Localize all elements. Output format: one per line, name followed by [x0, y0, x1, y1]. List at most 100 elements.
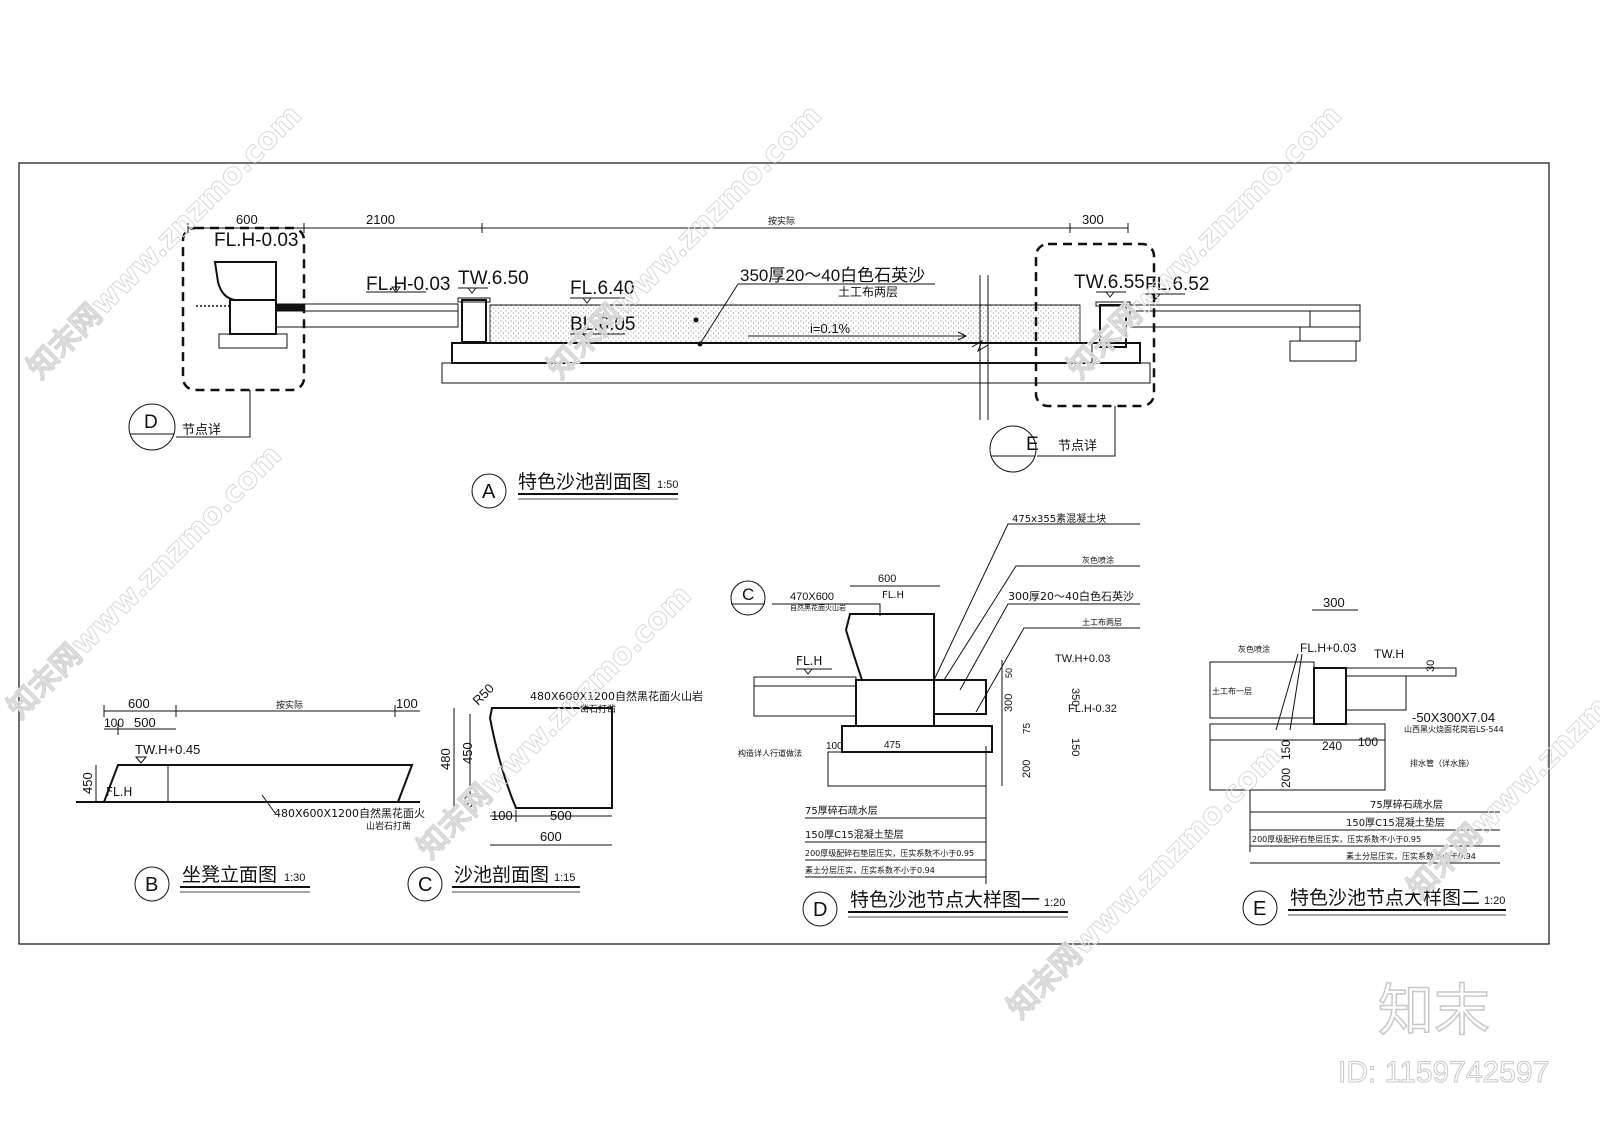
c-dim-450: 450	[460, 742, 475, 764]
d-dim-75: 75	[1022, 722, 1033, 734]
title-a-name: 特色沙池剖面图	[518, 471, 651, 493]
flh-box-label: FL.H-0.03	[214, 230, 298, 251]
title-e-letter: E	[1253, 898, 1266, 920]
d-twh: TW.H+0.03	[1055, 653, 1110, 665]
bl-label: BL.6.05	[570, 314, 636, 335]
c-stone-label-2: 凿石打凿	[580, 703, 616, 715]
bench-outline	[103, 764, 414, 803]
watermark-text: 知末网www.znzmo.com	[1061, 98, 1349, 386]
b-dim-100r: 100	[396, 696, 418, 711]
d-dim-300: 300	[1003, 694, 1015, 712]
d-dim-150: 150	[1069, 738, 1081, 756]
d-flh-low: FL.H-0.32	[1068, 703, 1117, 715]
e-dim-30: 30	[1425, 660, 1437, 672]
title-c-scale: 1:15	[554, 872, 575, 884]
e-note-2: 150厚C15混凝土垫层	[1346, 816, 1445, 829]
d-stone-sub: 自然黑花面火山岩	[790, 603, 846, 612]
d-grey: 灰色喷涂	[1082, 555, 1114, 565]
e-curb: -50X300X7.04	[1412, 710, 1495, 725]
d-paving: 构造详人行道做法	[738, 748, 802, 758]
c-dim-480: 480	[438, 748, 453, 770]
callout-e-symbol	[989, 425, 1037, 473]
geotextile-label: 土工布两层	[838, 285, 898, 299]
d-dim-475: 475	[884, 740, 901, 751]
e-dim-200: 200	[1279, 768, 1293, 788]
d-note-2: 150厚C15混凝土垫层	[805, 828, 904, 841]
b-flh-label: FL.H	[106, 785, 132, 799]
title-a-scale: 1:50	[657, 479, 678, 491]
e-dim-150: 150	[1279, 740, 1293, 760]
seat-stone	[213, 261, 277, 301]
title-e-name: 特色沙池节点大样图二	[1290, 887, 1480, 909]
title-b-letter: B	[145, 874, 158, 896]
flh-left-label: FL.H-0.03	[366, 274, 450, 295]
title-c-name: 沙池剖面图	[454, 864, 549, 886]
title-a-symbol	[471, 473, 507, 509]
d-dim-200: 200	[1021, 760, 1033, 778]
e-twh: TW.H	[1374, 647, 1404, 661]
d-note-4: 素土分层压实，压实系数不小于0.94	[805, 865, 935, 875]
section-e: 300 灰色喷涂 FL.H+0.03 TW.H 30 土工布一层 -50X300…	[1209, 595, 1506, 926]
dim-actual: 按实际	[768, 215, 795, 227]
d-flh-left: FL.H	[796, 654, 822, 668]
b-stone-label-2: 山岩石打凿	[366, 820, 411, 832]
title-d-scale: 1:20	[1044, 897, 1065, 909]
slope-label: i=0.1%	[810, 321, 851, 336]
d-stone-top: 470X600	[790, 591, 834, 603]
b-stone-label: 480X600X1200自然黑花面火	[274, 806, 425, 820]
fl-right-label: FL.6.52	[1145, 274, 1209, 295]
sand-pool-stone	[488, 707, 613, 809]
c-dim-500: 500	[550, 808, 572, 823]
c-dim-600: 600	[540, 829, 562, 844]
callout-d-symbol	[128, 403, 176, 451]
d-dim-350: 350	[1069, 688, 1081, 706]
callout-e-letter: E	[1026, 434, 1039, 455]
tw-right-label: TW.6.55	[1074, 272, 1145, 293]
e-dim-300: 300	[1323, 595, 1345, 610]
sheet-border	[18, 162, 1550, 945]
title-b-name: 坐凳立面图	[182, 864, 277, 886]
e-drain: 排水管（详水施）	[1410, 758, 1474, 768]
e-note-1: 75厚碎石疏水层	[1370, 798, 1443, 811]
tw-left-label: TW.6.50	[458, 268, 529, 289]
c-r50: R50	[470, 681, 497, 708]
dim-300: 300	[1082, 212, 1104, 227]
title-b-scale: 1:30	[284, 872, 305, 884]
callout-e-text: 节点详	[1058, 439, 1097, 454]
c-dim-30: 30	[463, 796, 475, 808]
title-c-letter: C	[418, 874, 432, 896]
section-d: C 470X600 自然黑花面火山岩 600 FL.H FL.H 475 100…	[730, 512, 1140, 927]
b-dim-450: 450	[80, 772, 95, 794]
d-geo: 土工布两层	[1082, 617, 1122, 627]
e-curb-2: 山西黑火烧面花岗岩LS-544	[1404, 724, 1504, 734]
d-note-3: 200厚级配碎石垫层压实，压实系数不小于0.95	[805, 848, 974, 858]
watermark-id: ID: 1159742597	[1338, 1056, 1549, 1089]
b-dim-500: 500	[134, 715, 156, 730]
watermark-logo: 知末	[1378, 979, 1490, 1044]
b-twh-label: TW.H+0.45	[135, 742, 200, 757]
c-dim-100: 100	[491, 808, 513, 823]
title-d-letter: D	[813, 899, 827, 921]
d-dim-50: 50	[1004, 668, 1014, 678]
b-dim-actual: 按实际	[276, 699, 303, 711]
e-note-3: 200厚级配碎石垫层压实，压实系数不小于0.95	[1252, 834, 1421, 844]
fl-mid-label: FL.6.40	[570, 278, 634, 299]
d-sand: 300厚20～40白色石英沙	[1008, 589, 1134, 603]
b-dim-100: 100	[104, 716, 124, 730]
e-geo: 土工布一层	[1212, 686, 1252, 696]
sand-layer-label: 350厚20～40白色石英沙	[740, 266, 925, 285]
title-e-scale: 1:20	[1484, 895, 1505, 907]
c-stone-label: 480X600X1200自然黑花面火山岩	[530, 689, 703, 703]
d-dim-100: 100	[826, 741, 843, 752]
callout-d-letter: D	[144, 412, 158, 433]
title-a-letter: A	[482, 481, 496, 503]
dim-2100: 2100	[366, 212, 395, 227]
title-d-name: 特色沙池节点大样图一	[850, 889, 1040, 911]
d-dim-600: 600	[878, 573, 896, 585]
d-block: 475x355素混凝土块	[1012, 512, 1106, 525]
d-flh-top: FL.H	[882, 590, 904, 601]
e-note-4: 素土分层压实，压实系数不小于0.94	[1346, 851, 1476, 861]
callout-d-text: 节点详	[182, 423, 221, 438]
e-flh: FL.H+0.03	[1300, 641, 1357, 655]
d-callout-c: C	[742, 585, 754, 604]
